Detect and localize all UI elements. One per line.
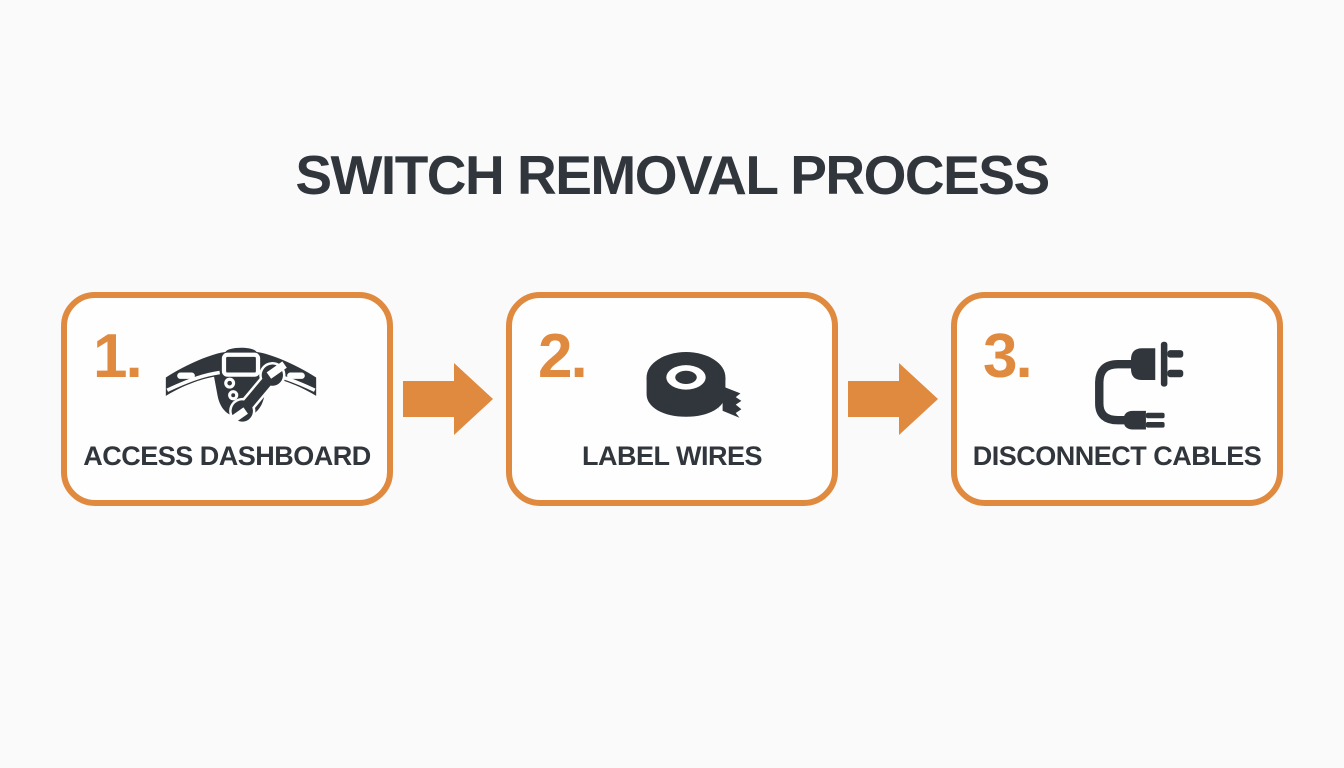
step-label: ACCESS DASHBOARD [83,441,371,471]
dashboard-wrench-icon [163,336,319,441]
right-arrow-icon [848,363,938,435]
tape-roll-icon [625,336,747,435]
step-box-access-dashboard: 1. [61,292,393,506]
step-box-label-wires: 2. LABEL WIRES [506,292,838,506]
process-flow: 1. [0,292,1344,506]
step-number: 3. [983,322,1033,391]
step-label: LABEL WIRES [581,441,763,471]
step-number: 2. [538,322,588,391]
step-box-disconnect-cables: 3. DISCONNECT CABLES [951,292,1283,506]
step-label: DISCONNECT CABLES [972,441,1262,471]
right-arrow-icon [403,363,493,435]
step-number: 1. [93,322,143,391]
unplugged-cable-icon [1075,336,1187,444]
page-title: SWITCH REMOVAL PROCESS [295,144,1050,206]
